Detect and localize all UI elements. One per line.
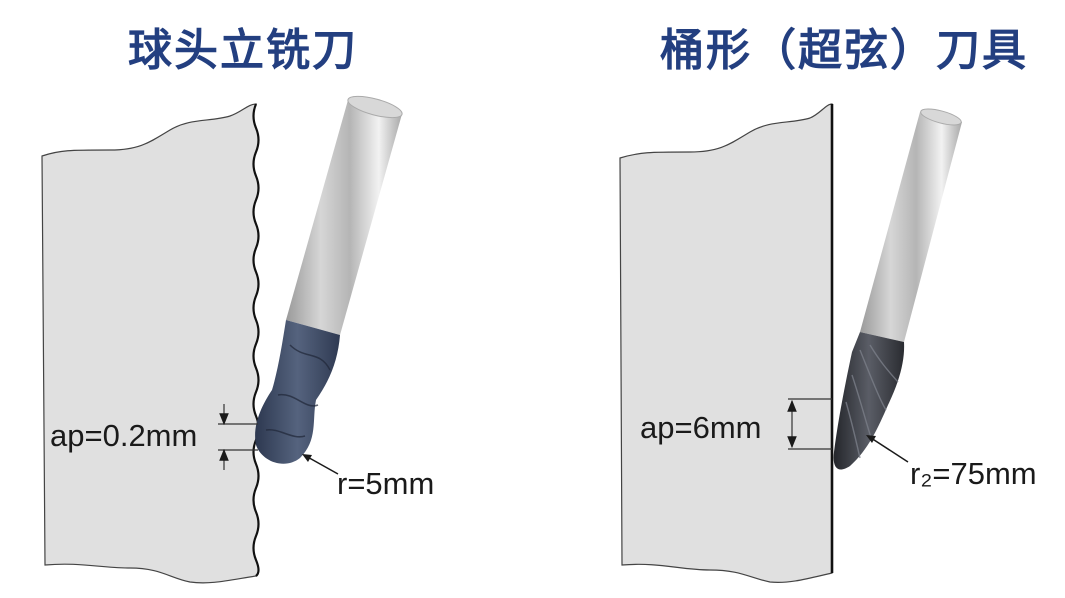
panel-title-barrel-tool: 桶形（超弦）刀具	[660, 25, 1028, 76]
wavy-machined-surface	[252, 103, 260, 577]
workpiece-right	[619, 103, 834, 583]
workpiece-left	[41, 103, 260, 584]
barrel-head	[833, 332, 905, 470]
ap-label-left: ap=0.2mm	[50, 418, 198, 453]
ap-dimension-left	[218, 404, 339, 475]
barrel-tool	[833, 108, 962, 470]
radius-arrow-right	[867, 435, 909, 463]
ball-nose-end-mill	[255, 95, 403, 464]
ap-dimension-right	[787, 398, 909, 463]
panel-title-ball-nose: 球头立铣刀	[128, 25, 358, 76]
ball-head	[255, 320, 340, 464]
ap-label-right: ap=6mm	[640, 410, 762, 445]
radius-label-right: r₂=75mm	[910, 456, 1037, 491]
radius-label-left: r=5mm	[337, 466, 435, 501]
